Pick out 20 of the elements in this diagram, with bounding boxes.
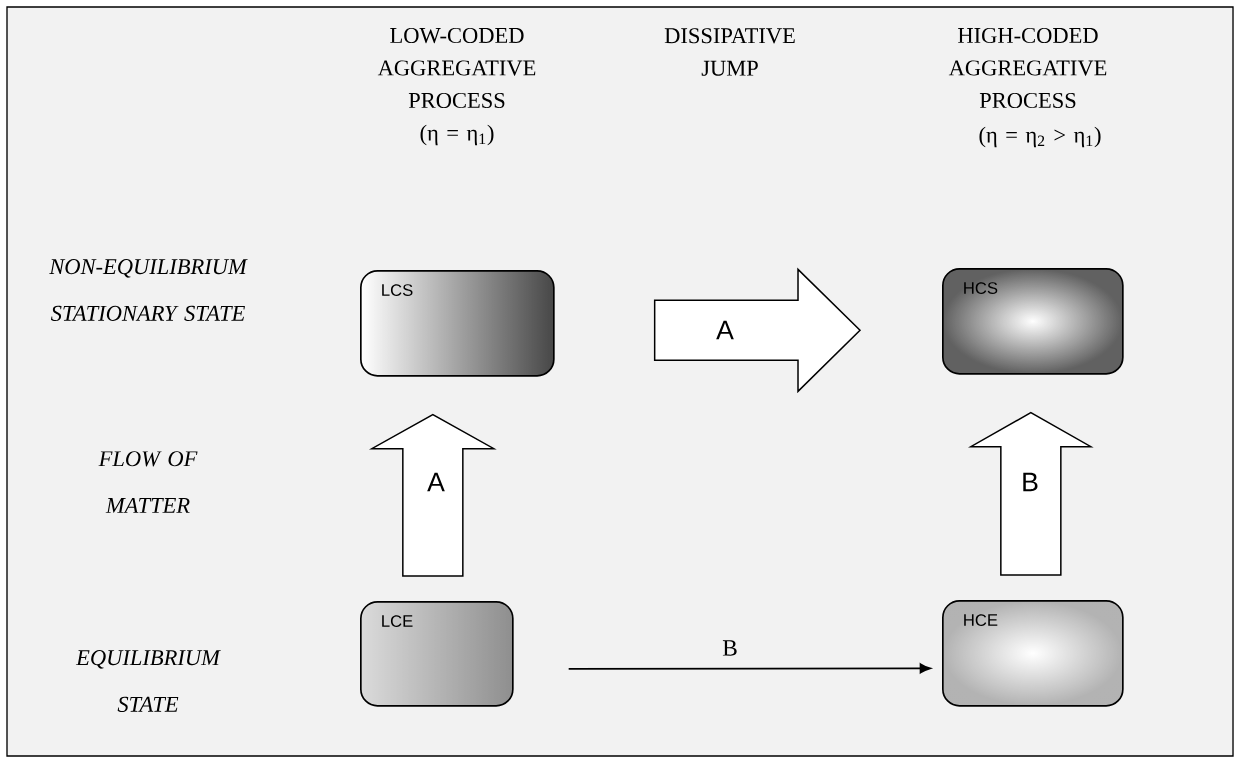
row-heading: FLOW OF MATTER bbox=[98, 451, 198, 513]
edge-label: A bbox=[716, 320, 734, 340]
state-box: LCE bbox=[360, 601, 514, 707]
block-arrow bbox=[368, 413, 497, 577]
block-arrow bbox=[653, 267, 862, 394]
edge-label: B bbox=[1023, 472, 1038, 492]
edge-label: B bbox=[722, 640, 737, 656]
state-box: LCS bbox=[360, 270, 555, 377]
column-heading: (η = η$_{2}$ > η$_{1}$) bbox=[979, 126, 1101, 148]
column-heading: DISSIPATIVE JUMP bbox=[664, 28, 795, 76]
state-box: HCS bbox=[942, 268, 1124, 375]
block-arrow bbox=[968, 411, 1094, 576]
row-heading: EQUILIBRIUM STATE bbox=[75, 650, 221, 712]
column-heading: LOW-CODED AGGREGATIVE PROCESS bbox=[377, 27, 536, 109]
state-box: HCE bbox=[942, 600, 1124, 707]
edge-label: A bbox=[427, 472, 445, 492]
column-heading: HIGH-CODED AGGREGATIVE PROCESS bbox=[948, 27, 1107, 109]
column-heading: (η = η$_{1}$) bbox=[420, 124, 494, 146]
arrow bbox=[567, 663, 931, 674]
row-heading: NON-EQUILIBRIUM STATIONARY STATE bbox=[49, 259, 248, 321]
